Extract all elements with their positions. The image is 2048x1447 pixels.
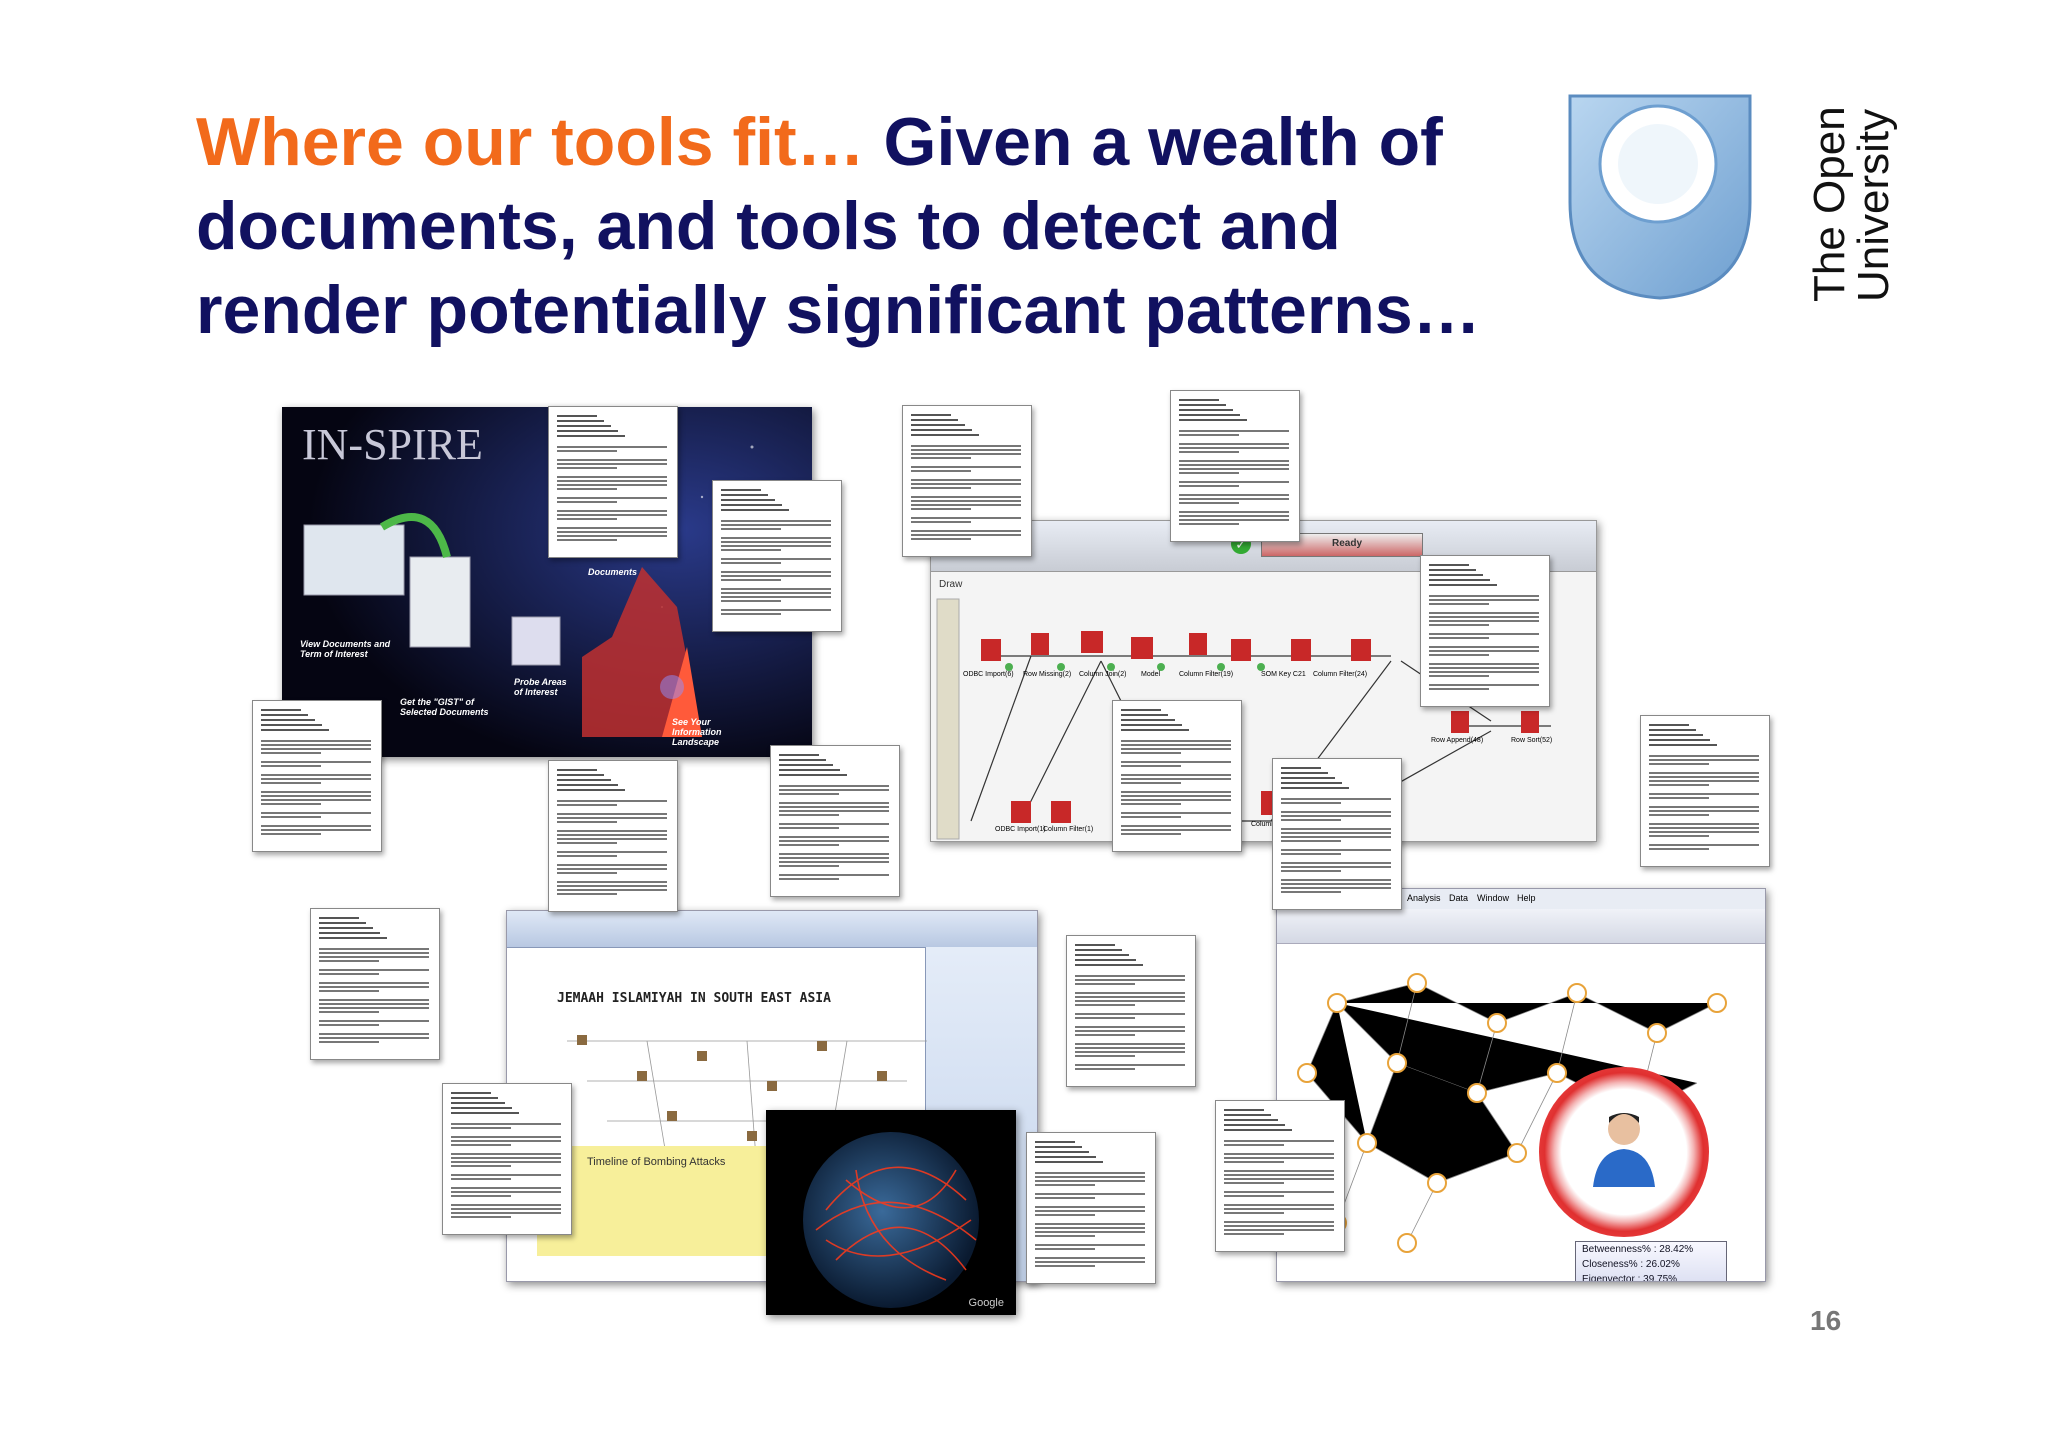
ou-wordmark: The Open University bbox=[1805, 106, 1898, 302]
inspire-label-landscape: See Your Information Landscape bbox=[672, 717, 722, 747]
ou-line-2: University bbox=[1849, 108, 1898, 302]
document-thumbnail bbox=[548, 406, 678, 558]
analyst-menubar bbox=[507, 911, 1037, 948]
network-screenshot: Analysis Data Window Help Be bbox=[1276, 888, 1766, 1282]
menu-window[interactable]: Window bbox=[1477, 893, 1510, 903]
node-row-sort[interactable]: Row Sort(52) bbox=[1511, 737, 1553, 744]
timeline-label: Timeline of Bombing Attacks bbox=[587, 1156, 726, 1168]
person-avatar-icon bbox=[1593, 1113, 1655, 1187]
inspire-label-gist: Get the "GIST" of Selected Documents bbox=[400, 697, 489, 717]
open-university-logo: The Open University bbox=[1560, 92, 1898, 322]
status-text: Ready bbox=[1332, 538, 1363, 549]
slide-title: Where our tools fit… Given a wealth of d… bbox=[196, 100, 1526, 352]
workflow-node-labels: ODBC Import(6) Row Missing(2) Column Joi… bbox=[931, 521, 1596, 841]
globe-watermark: Google bbox=[968, 1297, 1004, 1309]
document-thumbnail bbox=[310, 908, 440, 1060]
ou-shield-icon bbox=[1568, 94, 1752, 300]
menu-data[interactable]: Data bbox=[1449, 893, 1469, 903]
document-thumbnail bbox=[1215, 1100, 1345, 1252]
network-toolbar bbox=[1277, 909, 1765, 944]
document-thumbnail bbox=[1170, 390, 1300, 542]
node-odbc-import-1[interactable]: ODBC Import(1) bbox=[995, 826, 1046, 833]
node-column-join[interactable]: Column Join(2) bbox=[1079, 671, 1127, 678]
node-row-missing[interactable]: Row Missing(2) bbox=[1023, 671, 1072, 678]
document-thumbnail bbox=[252, 700, 382, 852]
metric-betweenness: Betweenness% : 28.42% bbox=[1582, 1244, 1694, 1255]
document-thumbnail bbox=[1026, 1132, 1156, 1284]
analyst-chart-title: JEMAAH ISLAMIYAH IN SOUTH EAST ASIA bbox=[557, 991, 831, 1006]
inspire-label-view: View Documents and Term of Interest bbox=[300, 639, 391, 659]
inspire-label-documents: Documents bbox=[588, 567, 638, 577]
node-som-key[interactable]: SOM Key C21 bbox=[1261, 671, 1306, 678]
document-thumbnail bbox=[712, 480, 842, 632]
document-thumbnail bbox=[1066, 935, 1196, 1087]
document-thumbnail bbox=[1112, 700, 1242, 852]
node-column-filter-1[interactable]: Column Filter(1) bbox=[1043, 826, 1094, 833]
workflow-draw-label[interactable]: Draw bbox=[939, 579, 963, 590]
globe-screenshot: Google bbox=[766, 1110, 1016, 1315]
document-thumbnail bbox=[1420, 555, 1550, 707]
metrics-panel: Betweenness% : 28.42% Closeness% : 26.02… bbox=[1575, 1241, 1727, 1282]
highlight-person[interactable] bbox=[1539, 1067, 1709, 1237]
document-thumbnail bbox=[442, 1083, 572, 1235]
node-model[interactable]: Model bbox=[1141, 671, 1161, 678]
page-number: 16 bbox=[1810, 1305, 1842, 1336]
node-row-append[interactable]: Row Append(48) bbox=[1431, 737, 1484, 744]
menu-help[interactable]: Help bbox=[1517, 893, 1536, 903]
document-thumbnail bbox=[902, 405, 1032, 557]
node-column-filter-24[interactable]: Column Filter(24) bbox=[1313, 671, 1368, 678]
document-thumbnail bbox=[770, 745, 900, 897]
document-thumbnail bbox=[548, 760, 678, 912]
document-thumbnail bbox=[1640, 715, 1770, 867]
node-odbc-import-6[interactable]: ODBC Import(6) bbox=[963, 671, 1014, 678]
node-column-filter-19[interactable]: Column Filter(19) bbox=[1179, 671, 1234, 678]
inspire-label-probe: Probe Areas of Interest bbox=[514, 677, 567, 697]
metric-eigenvector: Eigenvector : 39.75% bbox=[1582, 1274, 1678, 1282]
title-accent: Where our tools fit… bbox=[196, 104, 865, 180]
metric-closeness: Closeness% : 26.02% bbox=[1582, 1259, 1680, 1270]
ou-line-1: The Open bbox=[1805, 106, 1854, 302]
inspire-title: IN-SPIRE bbox=[302, 420, 483, 469]
title-main: Given a wealth of documents, and tools t… bbox=[196, 104, 1481, 348]
menu-analysis[interactable]: Analysis bbox=[1407, 893, 1441, 903]
document-thumbnail bbox=[1272, 758, 1402, 910]
